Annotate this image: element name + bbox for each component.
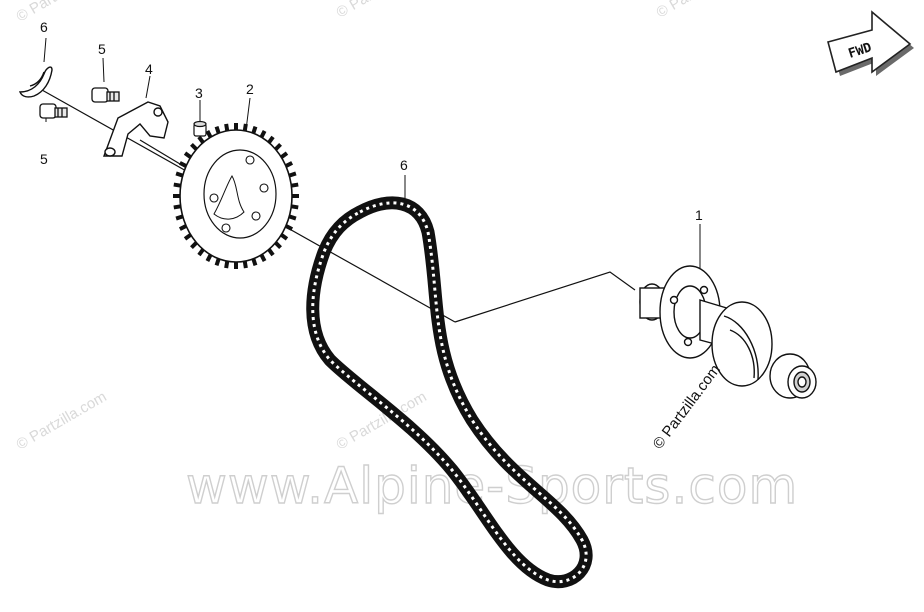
sprocket-tooth	[214, 125, 221, 134]
sprocket-tooth	[242, 260, 248, 269]
sprocket-tooth	[251, 125, 258, 134]
copyright-label: © Partzilla.com	[650, 361, 724, 452]
retaining-plate-part	[102, 101, 169, 157]
sprocket-tooth	[290, 204, 299, 210]
timing-chain-part	[306, 196, 593, 589]
callout-clip: 6	[40, 19, 48, 35]
cam-sprocket-part	[173, 123, 299, 269]
partzilla-watermark: © Partzilla.com	[14, 0, 110, 25]
watermark-group: © Partzilla.com © Partzilla.com © Partzi…	[14, 0, 798, 516]
sprocket-tooth	[284, 224, 294, 231]
bolt-upper-part	[91, 87, 120, 103]
sprocket-tooth	[288, 214, 297, 221]
callout-plate: 4	[145, 61, 153, 77]
partzilla-watermark: © Partzilla.com	[654, 0, 750, 21]
sprocket-tooth	[290, 182, 299, 188]
sprocket-tooth	[205, 253, 213, 262]
partzilla-watermark: © Partzilla.com	[334, 0, 430, 21]
forward-direction-arrow-icon: FWD	[827, 10, 914, 76]
sprocket-tooth	[175, 214, 184, 221]
sprocket-tooth	[284, 161, 294, 168]
callout-chain: 6	[400, 157, 408, 173]
sprocket-tooth	[178, 161, 188, 168]
sprocket-tooth	[183, 151, 192, 159]
lock-clip-part	[18, 66, 53, 98]
sprocket-tooth	[197, 135, 205, 144]
sprocket-tooth	[197, 248, 205, 257]
sprocket-tooth	[267, 248, 275, 257]
fwd-label: FWD	[847, 40, 874, 62]
callout-bolt-lower: 5	[40, 151, 48, 167]
bolt-lower-part	[39, 103, 68, 119]
sprocket-tooth	[274, 241, 282, 250]
dowel-pin-part	[193, 120, 207, 137]
callout-shaft: 1	[695, 207, 703, 223]
sprocket-tooth	[173, 182, 182, 188]
sprocket-tooth	[288, 171, 297, 178]
sprocket-tooth	[173, 204, 182, 210]
sprocket-tooth	[214, 258, 221, 267]
callout-sprocket: 2	[246, 81, 254, 97]
sprocket-tooth	[190, 241, 198, 250]
sprocket-tooth	[178, 224, 188, 231]
site-watermark: www.Alpine-Sports.com	[186, 457, 798, 515]
camshaft-part	[639, 265, 817, 399]
sprocket-tooth	[280, 151, 289, 159]
sprocket-tooth	[259, 253, 267, 262]
callout-pin: 3	[195, 85, 203, 101]
sprocket-tooth	[190, 142, 198, 151]
sprocket-tooth	[259, 130, 267, 139]
callout-leaders	[43, 37, 701, 278]
sprocket-tooth	[205, 130, 213, 139]
sprocket-tooth	[280, 233, 289, 241]
sprocket-tooth	[274, 142, 282, 151]
sprocket-tooth	[267, 135, 275, 144]
sprocket-tooth	[224, 123, 230, 132]
sprocket-tooth	[242, 123, 248, 132]
sprocket-tooth	[224, 260, 230, 269]
callout-bolt-upper: 5	[98, 41, 106, 57]
partzilla-watermark: © Partzilla.com	[14, 388, 110, 453]
callout-labels: 6 5 5 4 3 2 6 1	[40, 19, 703, 223]
sprocket-tooth	[183, 233, 192, 241]
sprocket-tooth	[251, 258, 258, 267]
sprocket-tooth	[175, 171, 184, 178]
